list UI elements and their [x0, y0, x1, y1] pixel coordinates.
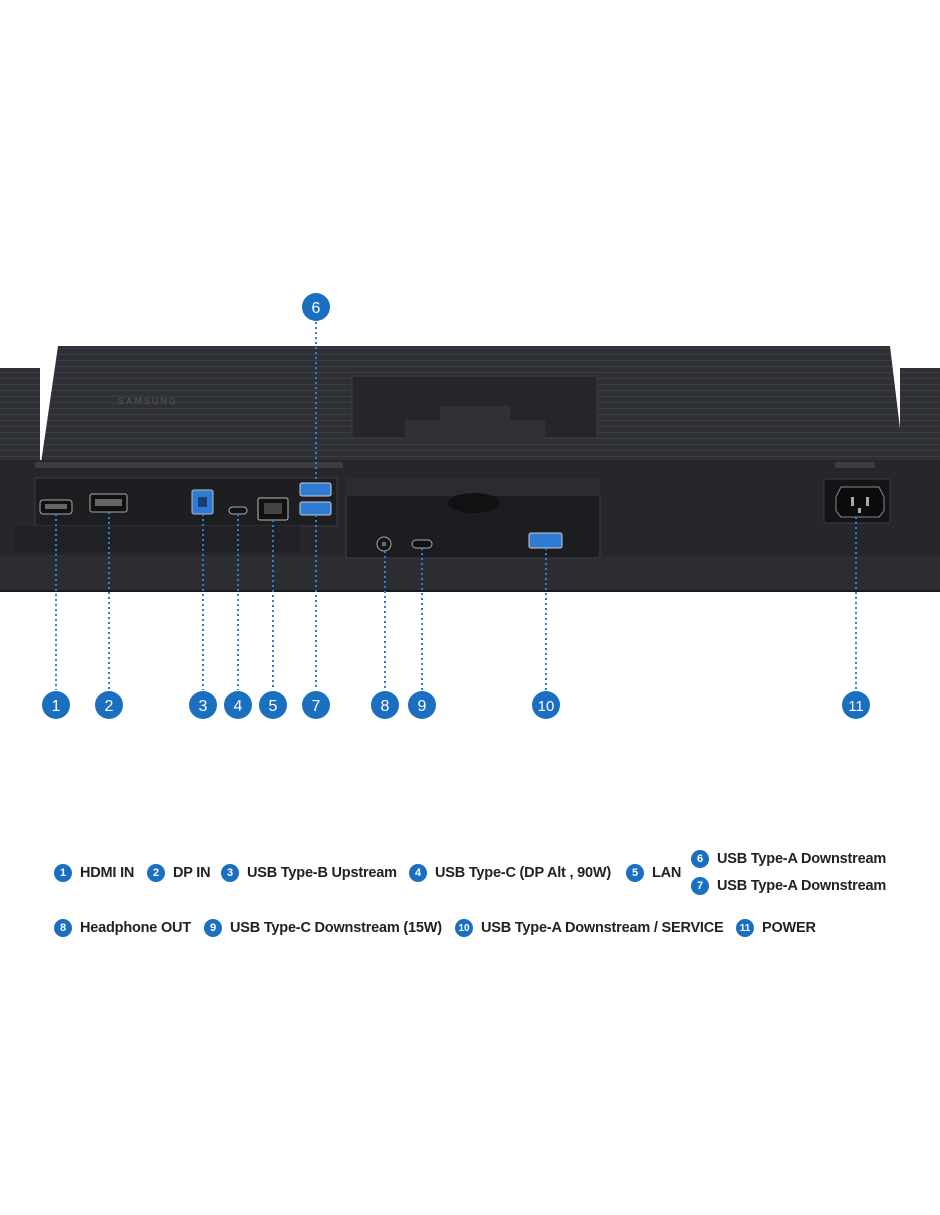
callout-number: 4 — [234, 698, 243, 715]
legend-item-11: 11 POWER — [736, 919, 816, 937]
callout-number: 7 — [312, 698, 321, 715]
legend-badge: 3 — [221, 864, 239, 882]
usb-c-downstream-port[interactable] — [411, 539, 433, 549]
callout-number: 5 — [269, 698, 278, 715]
callout-number: 1 — [52, 698, 61, 715]
legend-label: USB Type-B Upstream — [247, 865, 397, 881]
legend-label: USB Type-A Downstream — [717, 851, 887, 867]
callout-badge-7: 7 — [302, 691, 330, 719]
legend-label: DP IN — [173, 865, 211, 881]
legend-item-3: 3 USB Type-B Upstream — [221, 864, 397, 882]
usb-a-service-port[interactable] — [528, 532, 563, 549]
brand-logo: SAMSUNG — [118, 396, 178, 406]
callout-number: 10 — [538, 698, 555, 715]
legend-badge: 4 — [409, 864, 427, 882]
callout-number: 9 — [418, 698, 427, 715]
legend-item-1: 1 HDMI IN — [54, 864, 134, 882]
callout-badge-11: 11 — [842, 691, 870, 719]
legend-label: Headphone OUT — [80, 920, 191, 936]
legend-item-6: 6 USB Type-A Downstream — [691, 850, 886, 868]
legend-item-9: 9 USB Type-C Downstream (15W) — [204, 919, 442, 937]
legend-label: POWER — [762, 920, 816, 936]
callout-badge-3: 3 — [189, 691, 217, 719]
legend-badge: 9 — [204, 919, 222, 937]
io-panel-left — [34, 477, 338, 527]
callout-badge-8: 8 — [371, 691, 399, 719]
callout-number: 8 — [381, 698, 390, 715]
legend-item-8: 8 Headphone OUT — [54, 919, 191, 937]
callout-number: 11 — [848, 698, 864, 715]
legend-item-5: 5 LAN — [626, 864, 681, 882]
legend-label: USB Type-A Downstream — [717, 878, 887, 894]
legend-label: USB Type-A Downstream / SERVICE — [481, 920, 724, 936]
callout-badge-4: 4 — [224, 691, 252, 719]
callout-badge-6: 6 — [302, 293, 330, 321]
usb-a-port-bottom[interactable] — [299, 501, 332, 516]
callout-number: 3 — [199, 698, 208, 715]
legend-badge: 8 — [54, 919, 72, 937]
callout-number: 6 — [312, 300, 321, 317]
callout-badge-5: 5 — [259, 691, 287, 719]
callout-badge-2: 2 — [95, 691, 123, 719]
legend-label: USB Type-C Downstream (15W) — [230, 920, 442, 936]
legend-badge: 11 — [736, 919, 754, 937]
legend-badge: 1 — [54, 864, 72, 882]
usb-c-port[interactable] — [228, 506, 248, 515]
callout-badge-1: 1 — [42, 691, 70, 719]
legend-label: USB Type-C (DP Alt , 90W) — [435, 865, 611, 881]
callout-badge-9: 9 — [408, 691, 436, 719]
usb-a-port-top[interactable] — [299, 482, 332, 497]
legend-badge: 5 — [626, 864, 644, 882]
legend-item-7: 7 USB Type-A Downstream — [691, 877, 886, 895]
callout-number: 2 — [105, 698, 114, 715]
callout-leaders — [55, 322, 857, 690]
legend-badge: 10 — [455, 919, 473, 937]
monitor-rear-diagram: SAMSUNG — [0, 293, 940, 719]
callout-badge-10: 10 — [532, 691, 560, 719]
legend-item-10: 10 USB Type-A Downstream / SERVICE — [455, 919, 724, 937]
legend-badge: 7 — [691, 877, 709, 895]
legend-badge: 2 — [147, 864, 165, 882]
legend-label: HDMI IN — [80, 865, 135, 881]
legend-badge: 6 — [691, 850, 709, 868]
legend-item-2: 2 DP IN — [147, 864, 211, 882]
legend-label: LAN — [652, 865, 682, 881]
power-port[interactable] — [835, 486, 885, 518]
legend-item-4: 4 USB Type-C (DP Alt , 90W) — [409, 864, 611, 882]
